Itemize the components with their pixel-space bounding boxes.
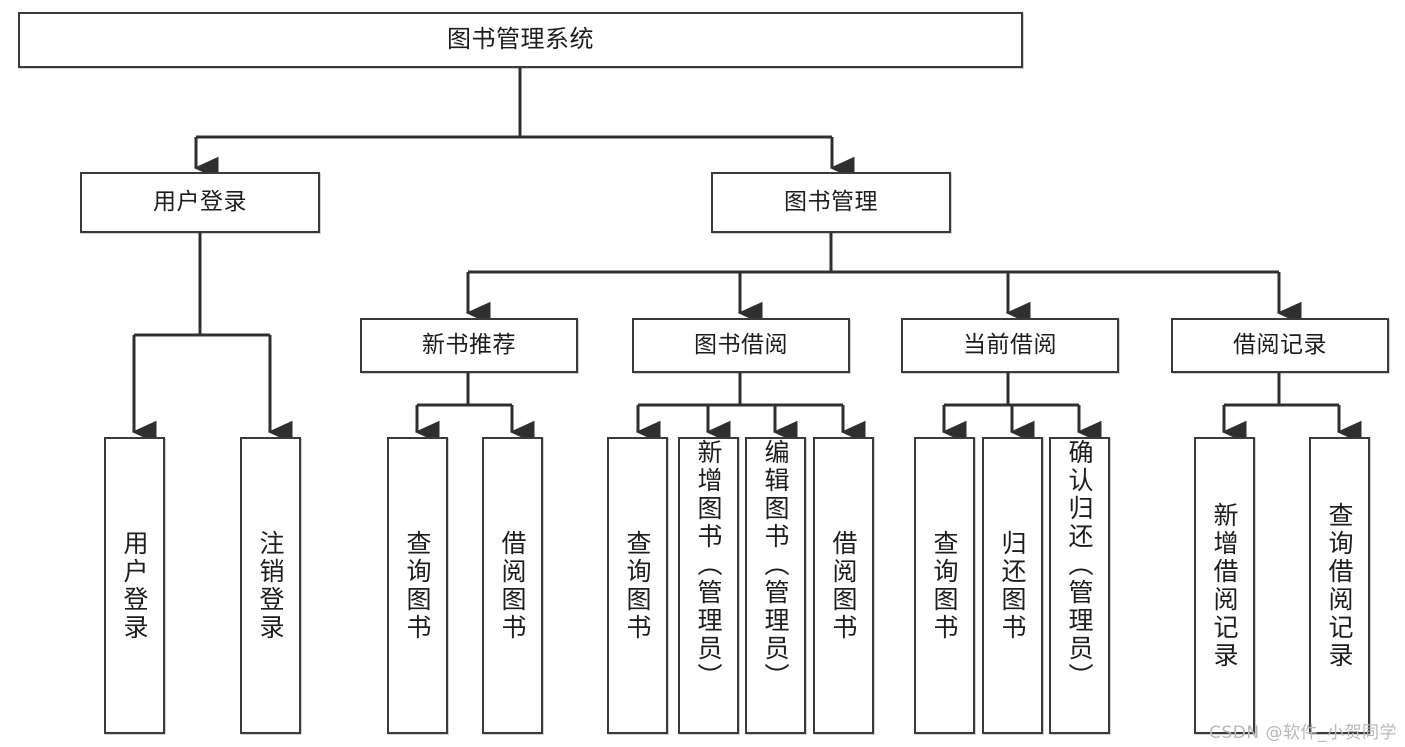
node-label: 图书管理系统: [447, 25, 594, 54]
node-label: 编辑图书（管理员）: [761, 439, 790, 691]
node-label: 查询图书: [623, 529, 652, 642]
node-borrow-record[interactable]: 借阅记录: [1171, 318, 1389, 373]
leaf-borrow-borrow-book[interactable]: 借阅图书: [813, 437, 874, 734]
node-label: 新增借阅记录: [1210, 501, 1239, 670]
node-label: 确认归还（管理员）: [1065, 439, 1094, 691]
node-label: 图书管理: [784, 189, 878, 216]
leaf-current-query-book[interactable]: 查询图书: [914, 437, 975, 734]
node-label: 查询图书: [930, 529, 959, 642]
node-label: 借阅图书: [829, 529, 858, 642]
leaf-recommend-query-book[interactable]: 查询图书: [387, 437, 448, 734]
node-label: 注销登录: [256, 529, 285, 642]
csdn-watermark: CSDN @软件_小贺同学: [1209, 723, 1397, 743]
node-book-management[interactable]: 图书管理: [711, 172, 951, 233]
node-label: 借阅图书: [498, 529, 527, 642]
leaf-user-login[interactable]: 用户登录: [104, 437, 165, 734]
node-label: 用户登录: [120, 529, 149, 642]
node-current-borrow[interactable]: 当前借阅: [901, 318, 1119, 373]
node-label: 新增图书（管理员）: [694, 439, 723, 691]
node-root-system[interactable]: 图书管理系统: [18, 12, 1023, 68]
node-label: 图书借阅: [694, 332, 788, 359]
leaf-record-query-borrow-record[interactable]: 查询借阅记录: [1309, 437, 1370, 734]
leaf-recommend-borrow-book[interactable]: 借阅图书: [482, 437, 543, 734]
node-label: 查询借阅记录: [1325, 501, 1354, 670]
leaf-record-add-borrow-record[interactable]: 新增借阅记录: [1194, 437, 1255, 734]
leaf-borrow-query-book[interactable]: 查询图书: [607, 437, 668, 734]
node-label: 借阅记录: [1233, 332, 1327, 359]
node-label: 新书推荐: [422, 332, 516, 359]
node-label: 归还图书: [998, 529, 1027, 642]
node-label: 用户登录: [153, 189, 247, 216]
leaf-logout[interactable]: 注销登录: [240, 437, 301, 734]
node-label: 查询图书: [403, 529, 432, 642]
node-label: 当前借阅: [963, 332, 1057, 359]
node-new-book-recommend[interactable]: 新书推荐: [360, 318, 578, 373]
leaf-current-confirm-return-admin[interactable]: 确认归还（管理员）: [1049, 437, 1110, 734]
leaf-borrow-edit-book-admin[interactable]: 编辑图书（管理员）: [745, 437, 806, 734]
leaf-borrow-add-book-admin[interactable]: 新增图书（管理员）: [678, 437, 739, 734]
node-book-borrow[interactable]: 图书借阅: [632, 318, 850, 373]
leaf-current-return-book[interactable]: 归还图书: [982, 437, 1043, 734]
node-user-login[interactable]: 用户登录: [80, 172, 320, 233]
